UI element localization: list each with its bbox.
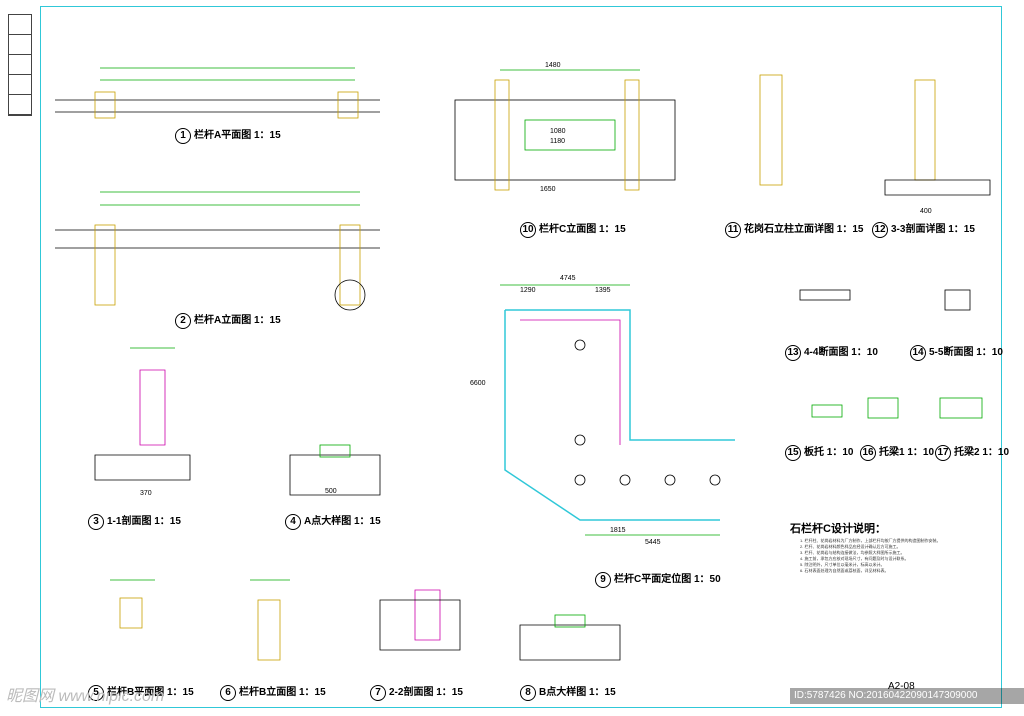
dim-1480: 1480: [545, 62, 561, 69]
note-line: 5. 除注明外，尺寸单位以毫米计，标高以米计。: [800, 562, 885, 567]
watermark-id: ID:5787426 NO:20160422090147309000: [790, 688, 1024, 704]
sheet-number: A2-08: [888, 681, 915, 692]
design-notes-title: 石栏杆C设计说明：: [790, 523, 886, 535]
drawing-frame: [40, 6, 1002, 708]
dim-1815: 1815: [610, 527, 626, 534]
dim-1290: 1290: [520, 287, 536, 294]
dim-6600: 6600: [470, 380, 486, 387]
title-block: [8, 14, 32, 116]
note-line: 6. 石材表面处理为自然面或荔枝面，详见材料表。: [800, 568, 889, 573]
dim-1395: 1395: [595, 287, 611, 294]
dim-1180: 1180: [550, 138, 566, 145]
dim-400: 400: [920, 208, 932, 215]
dim-500: 500: [325, 488, 337, 495]
design-notes: 1. 栏杆柱、花岗岩材料为厂方制作，上部栏杆均按厂方提供的构造图制作安装。 2.…: [800, 538, 980, 574]
note-line: 2. 栏杆、花岗岩材料颜色样品应经设计确认后方可施工。: [800, 544, 901, 549]
note-line: 4. 施工前，承包方应核对现场尺寸，有问题及时与设计联系。: [800, 556, 909, 561]
dim-5445: 5445: [645, 539, 661, 546]
note-line: 3. 栏杆、花岗岩与结构连接做法，均参照大样图所示施工。: [800, 550, 905, 555]
note-line: 1. 栏杆柱、花岗岩材料为厂方制作，上部栏杆均按厂方提供的构造图制作安装。: [800, 538, 941, 543]
watermark-left: 昵图网 www.nipic.com: [6, 688, 165, 705]
dim-4745: 4745: [560, 275, 576, 282]
dim-1080: 1080: [550, 128, 566, 135]
dim-1650: 1650: [540, 186, 556, 193]
dim-370: 370: [140, 490, 152, 497]
